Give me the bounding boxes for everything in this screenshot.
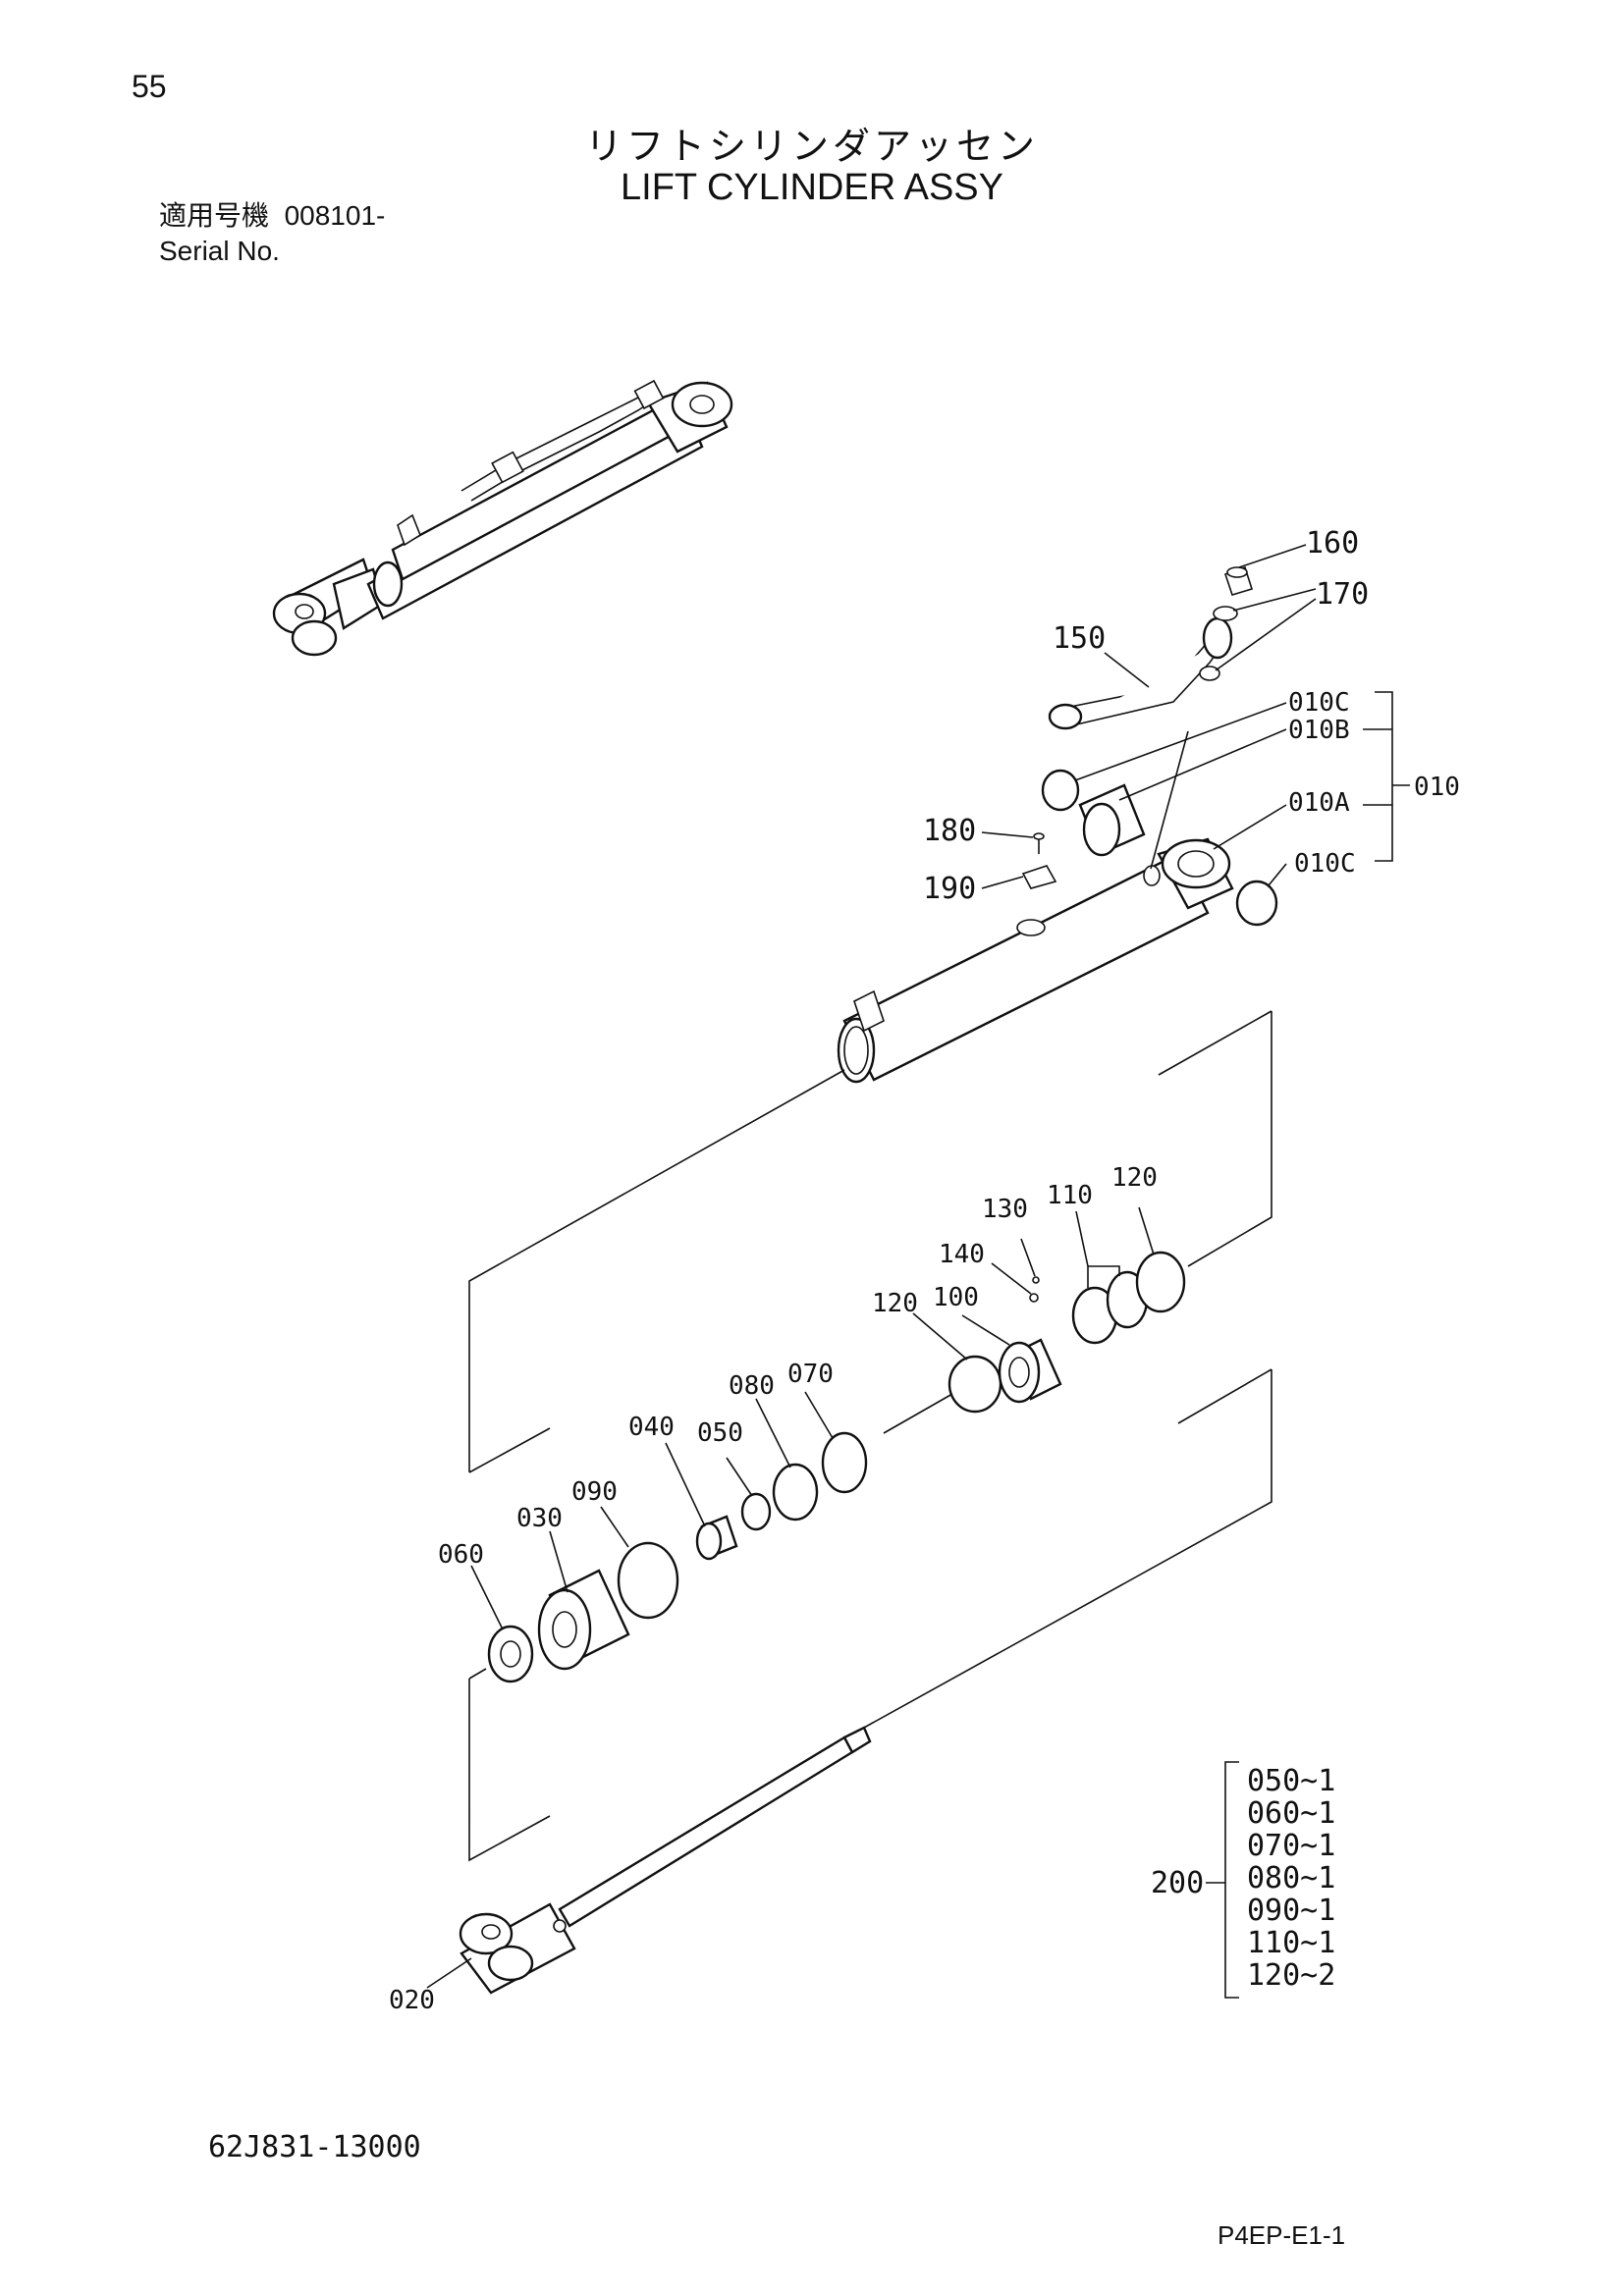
grease-fitting-180 bbox=[1033, 832, 1045, 854]
serial-label-en: Serial No. bbox=[159, 236, 280, 266]
callout-040: 040 bbox=[628, 1413, 675, 1442]
callout-010A: 010A bbox=[1288, 788, 1350, 818]
page-number: 55 bbox=[132, 69, 167, 104]
callout-120-right: 120 bbox=[1111, 1163, 1158, 1193]
drawing-number: 62J831-13000 bbox=[208, 2130, 421, 2164]
pipe-150 bbox=[1048, 616, 1233, 730]
callout-140: 140 bbox=[939, 1240, 985, 1269]
piston-100 bbox=[998, 1338, 1062, 1404]
callout-100: 100 bbox=[933, 1283, 979, 1312]
screw-140 bbox=[1029, 1293, 1039, 1303]
callout-120-left: 120 bbox=[872, 1289, 918, 1318]
serial-block: 適用号機 008101- Serial No. bbox=[159, 198, 385, 269]
piston-rod-020 bbox=[459, 1726, 872, 1995]
repair-kit-list: 200 050~1 060~1 070~1 080~1 090~1 110~1 … bbox=[1151, 1764, 1335, 1993]
serial-label-jp: 適用号機 bbox=[159, 199, 270, 232]
callout-130: 130 bbox=[982, 1195, 1028, 1224]
o-ring-170-b bbox=[1199, 666, 1220, 681]
kit-item: 060~1 bbox=[1247, 1796, 1335, 1831]
callout-060: 060 bbox=[438, 1540, 484, 1570]
callout-160: 160 bbox=[1306, 526, 1359, 561]
cylinder-tube bbox=[837, 837, 1234, 1084]
serial-value: 008101- bbox=[284, 200, 386, 231]
callout-170: 170 bbox=[1316, 577, 1369, 612]
callout-010: 010 bbox=[1414, 773, 1460, 802]
rod-cover-030 bbox=[537, 1569, 630, 1671]
ring-080 bbox=[772, 1463, 819, 1522]
plug-160 bbox=[1223, 565, 1254, 596]
assembled-cylinder-illustration bbox=[272, 379, 733, 657]
callout-010B: 010B bbox=[1288, 716, 1350, 745]
callout-010C-top: 010C bbox=[1288, 688, 1350, 718]
bushing-010B bbox=[1078, 783, 1146, 857]
callout-150: 150 bbox=[1053, 621, 1106, 656]
kit-item: 070~1 bbox=[1247, 1829, 1335, 1863]
callout-labels: 160 170 150 010C 010B 010 010A 010C 180 … bbox=[389, 526, 1460, 2015]
kit-item: 110~1 bbox=[1247, 1926, 1335, 1960]
callout-080: 080 bbox=[729, 1371, 775, 1401]
kit-id: 200 bbox=[1151, 1866, 1204, 1900]
assembly-guide-lines bbox=[468, 1010, 1272, 1862]
callout-190: 190 bbox=[923, 872, 976, 906]
bushing-040 bbox=[695, 1515, 738, 1561]
plate-190 bbox=[1021, 865, 1057, 889]
callout-070: 070 bbox=[787, 1360, 834, 1389]
callout-050: 050 bbox=[697, 1418, 743, 1448]
kit-item: 050~1 bbox=[1247, 1764, 1335, 1798]
leader-lines bbox=[426, 544, 1410, 1999]
seal-010C-top bbox=[1041, 769, 1080, 812]
seal-120-left bbox=[947, 1355, 1002, 1414]
o-ring-090 bbox=[617, 1541, 679, 1620]
wiper-060 bbox=[487, 1625, 534, 1683]
title-english: LIFT CYLINDER ASSY bbox=[621, 167, 1003, 208]
ball-130 bbox=[1032, 1276, 1040, 1284]
callout-110: 110 bbox=[1047, 1181, 1093, 1210]
callout-020: 020 bbox=[389, 1986, 435, 2015]
seal-010C-bottom bbox=[1235, 880, 1278, 927]
kit-item: 120~2 bbox=[1247, 1958, 1335, 1993]
ring-050 bbox=[740, 1492, 772, 1531]
o-ring-070 bbox=[821, 1431, 868, 1494]
seal-120-right bbox=[1135, 1251, 1186, 1313]
title-japanese: リフトシリンダアッセン bbox=[584, 125, 1039, 168]
callout-030: 030 bbox=[516, 1504, 563, 1533]
callout-010C-bottom: 010C bbox=[1294, 849, 1356, 879]
callout-180: 180 bbox=[923, 814, 976, 848]
o-ring-170-a bbox=[1213, 606, 1238, 621]
kit-item: 080~1 bbox=[1247, 1861, 1335, 1896]
footer-code: P4EP-E1-1 bbox=[1218, 2220, 1346, 2250]
callout-090: 090 bbox=[571, 1477, 618, 1507]
kit-item: 090~1 bbox=[1247, 1894, 1335, 1928]
